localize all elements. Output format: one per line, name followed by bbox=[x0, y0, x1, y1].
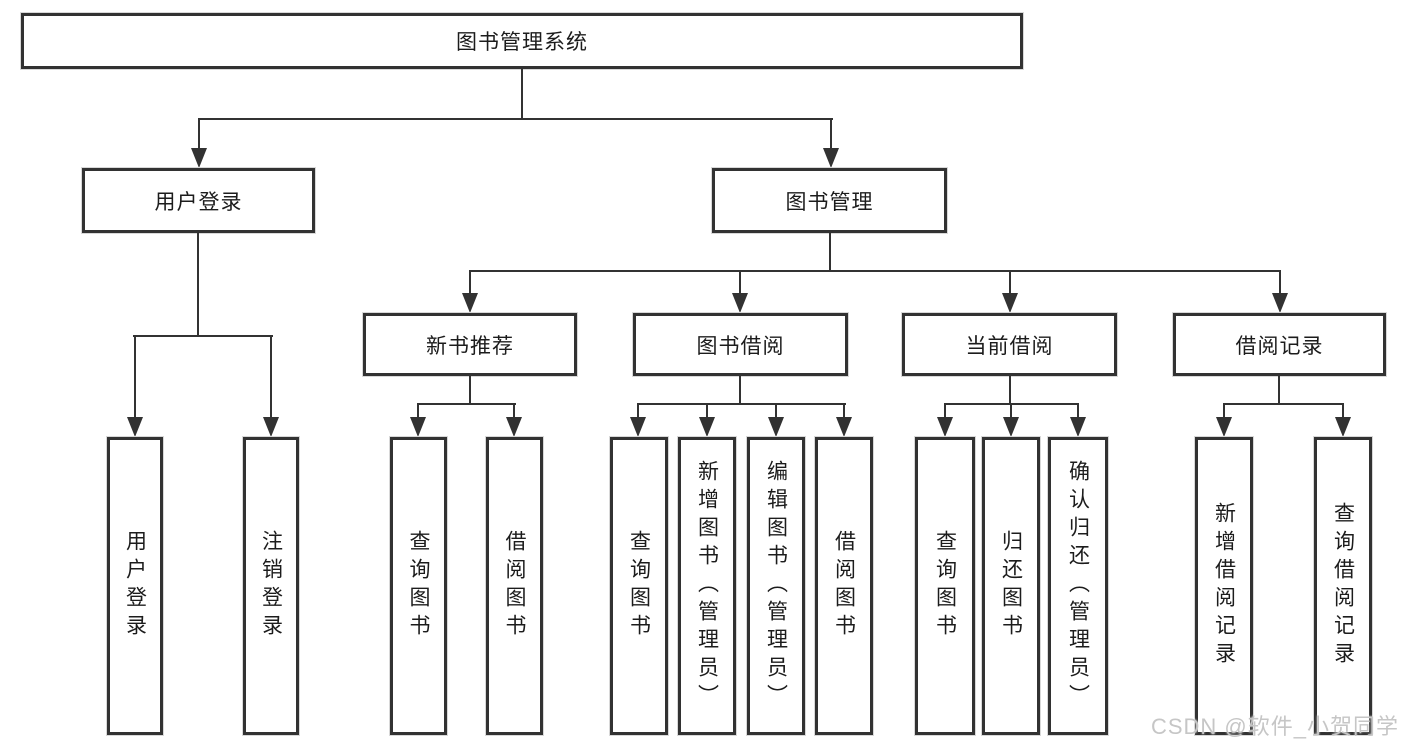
leaf-add-books-label: 新增图书（管理员） bbox=[695, 460, 719, 712]
connector-root-stem bbox=[521, 69, 523, 118]
arrowhead-user-login bbox=[191, 148, 207, 168]
node-current-borrow: 当前借阅 bbox=[902, 313, 1117, 376]
leaf-user-login-label: 用户登录 bbox=[123, 530, 147, 642]
connector-user-login-stem bbox=[197, 233, 199, 335]
arrowhead-book-borrow bbox=[732, 293, 748, 313]
connector-book-borrow-hbar bbox=[637, 403, 846, 405]
connector-book-borrow-drop bbox=[739, 270, 741, 295]
connector-query1-drop bbox=[417, 403, 419, 419]
arrowhead-edit-books bbox=[768, 417, 784, 437]
node-root-library-system: 图书管理系统 bbox=[21, 13, 1023, 69]
arrowhead-query2 bbox=[630, 417, 646, 437]
arrowhead-return-books bbox=[1003, 417, 1019, 437]
leaf-logout: 注销登录 bbox=[243, 437, 299, 735]
connector-logout-drop bbox=[270, 335, 272, 419]
connector-borrow2-drop bbox=[843, 403, 845, 419]
connector-new-book-rec-drop bbox=[469, 270, 471, 295]
arrowhead-query3 bbox=[937, 417, 953, 437]
node-user-login-label: 用户登录 bbox=[154, 190, 243, 214]
connector-borrow1-drop bbox=[513, 403, 515, 419]
leaf-logout-label: 注销登录 bbox=[259, 530, 283, 642]
leaf-query-borrow-record-label: 查询借阅记录 bbox=[1331, 502, 1355, 670]
connector-book-mgmt-stem bbox=[829, 233, 831, 270]
leaf-confirm-return-label: 确认归还（管理员） bbox=[1066, 460, 1090, 712]
node-book-borrow-label: 图书借阅 bbox=[696, 334, 785, 358]
connector-current-borrow-drop bbox=[1009, 270, 1011, 295]
connector-user-login-hbar bbox=[133, 335, 273, 337]
node-borrow-records: 借阅记录 bbox=[1173, 313, 1386, 376]
connector-book-mgmt-drop bbox=[830, 118, 832, 150]
node-current-borrow-label: 当前借阅 bbox=[965, 334, 1054, 358]
leaf-query-books-1: 查询图书 bbox=[390, 437, 447, 735]
leaf-borrow-books-2: 借阅图书 bbox=[815, 437, 873, 735]
arrowhead-user-login-leaf bbox=[127, 417, 143, 437]
leaf-edit-books-label: 编辑图书（管理员） bbox=[764, 460, 788, 712]
leaf-query-books-3: 查询图书 bbox=[915, 437, 975, 735]
connector-new-book-rec-stem bbox=[469, 376, 471, 403]
leaf-add-books: 新增图书（管理员） bbox=[678, 437, 736, 735]
node-book-mgmt: 图书管理 bbox=[712, 168, 947, 233]
connector-return-books-drop bbox=[1010, 403, 1012, 419]
node-root-label: 图书管理系统 bbox=[456, 31, 588, 54]
arrowhead-logout-leaf bbox=[263, 417, 279, 437]
node-new-book-rec-label: 新书推荐 bbox=[426, 334, 514, 358]
connector-user-login-drop bbox=[198, 118, 200, 150]
connector-current-borrow-stem bbox=[1009, 376, 1011, 403]
arrowhead-query-record bbox=[1335, 417, 1351, 437]
connector-edit-books-drop bbox=[775, 403, 777, 419]
arrowhead-borrow2 bbox=[836, 417, 852, 437]
leaf-add-borrow-record-label: 新增借阅记录 bbox=[1212, 502, 1236, 670]
connector-query-record-drop bbox=[1342, 403, 1344, 419]
leaf-borrow-books-1-label: 借阅图书 bbox=[503, 530, 526, 642]
arrowhead-borrow1 bbox=[506, 417, 522, 437]
connector-query3-drop bbox=[944, 403, 946, 419]
leaf-query-borrow-record: 查询借阅记录 bbox=[1314, 437, 1372, 735]
connector-root-hbar bbox=[198, 118, 833, 120]
arrowhead-add-books bbox=[699, 417, 715, 437]
leaf-return-books-label: 归还图书 bbox=[999, 530, 1023, 642]
connector-borrow-records-stem bbox=[1278, 376, 1280, 403]
leaf-return-books: 归还图书 bbox=[982, 437, 1040, 735]
leaf-borrow-books-2-label: 借阅图书 bbox=[832, 530, 856, 642]
csdn-watermark: CSDN @软件_小贺同学 bbox=[1150, 714, 1399, 739]
connector-borrow-records-drop bbox=[1279, 270, 1281, 295]
node-book-mgmt-label: 图书管理 bbox=[785, 190, 874, 214]
leaf-query-books-2-label: 查询图书 bbox=[627, 530, 651, 642]
arrowhead-confirm-return bbox=[1070, 417, 1086, 437]
leaf-query-books-1-label: 查询图书 bbox=[407, 530, 430, 642]
leaf-borrow-books-1: 借阅图书 bbox=[486, 437, 543, 735]
node-new-book-rec: 新书推荐 bbox=[363, 313, 577, 376]
arrowhead-book-mgmt bbox=[823, 148, 839, 168]
leaf-confirm-return: 确认归还（管理员） bbox=[1048, 437, 1108, 735]
connector-confirm-return-drop bbox=[1077, 403, 1079, 419]
leaf-add-borrow-record: 新增借阅记录 bbox=[1195, 437, 1253, 735]
node-book-borrow: 图书借阅 bbox=[633, 313, 848, 376]
connector-book-mgmt-hbar bbox=[469, 270, 1281, 272]
arrowhead-current-borrow bbox=[1002, 293, 1018, 313]
connector-add-books-drop bbox=[706, 403, 708, 419]
leaf-query-books-2: 查询图书 bbox=[610, 437, 668, 735]
connector-user-login-leaf1-drop bbox=[134, 335, 136, 419]
connector-borrow-records-hbar bbox=[1223, 403, 1344, 405]
connector-query2-drop bbox=[637, 403, 639, 419]
node-borrow-records-label: 借阅记录 bbox=[1235, 334, 1324, 358]
connector-add-record-drop bbox=[1223, 403, 1225, 419]
leaf-query-books-3-label: 查询图书 bbox=[933, 530, 957, 642]
connector-new-book-rec-hbar bbox=[417, 403, 516, 405]
connector-book-borrow-stem bbox=[739, 376, 741, 403]
leaf-edit-books: 编辑图书（管理员） bbox=[747, 437, 805, 735]
arrowhead-new-book-rec bbox=[462, 293, 478, 313]
arrowhead-add-record bbox=[1216, 417, 1232, 437]
arrowhead-query1 bbox=[410, 417, 426, 437]
arrowhead-borrow-records bbox=[1272, 293, 1288, 313]
node-user-login: 用户登录 bbox=[82, 168, 315, 233]
leaf-user-login: 用户登录 bbox=[107, 437, 163, 735]
